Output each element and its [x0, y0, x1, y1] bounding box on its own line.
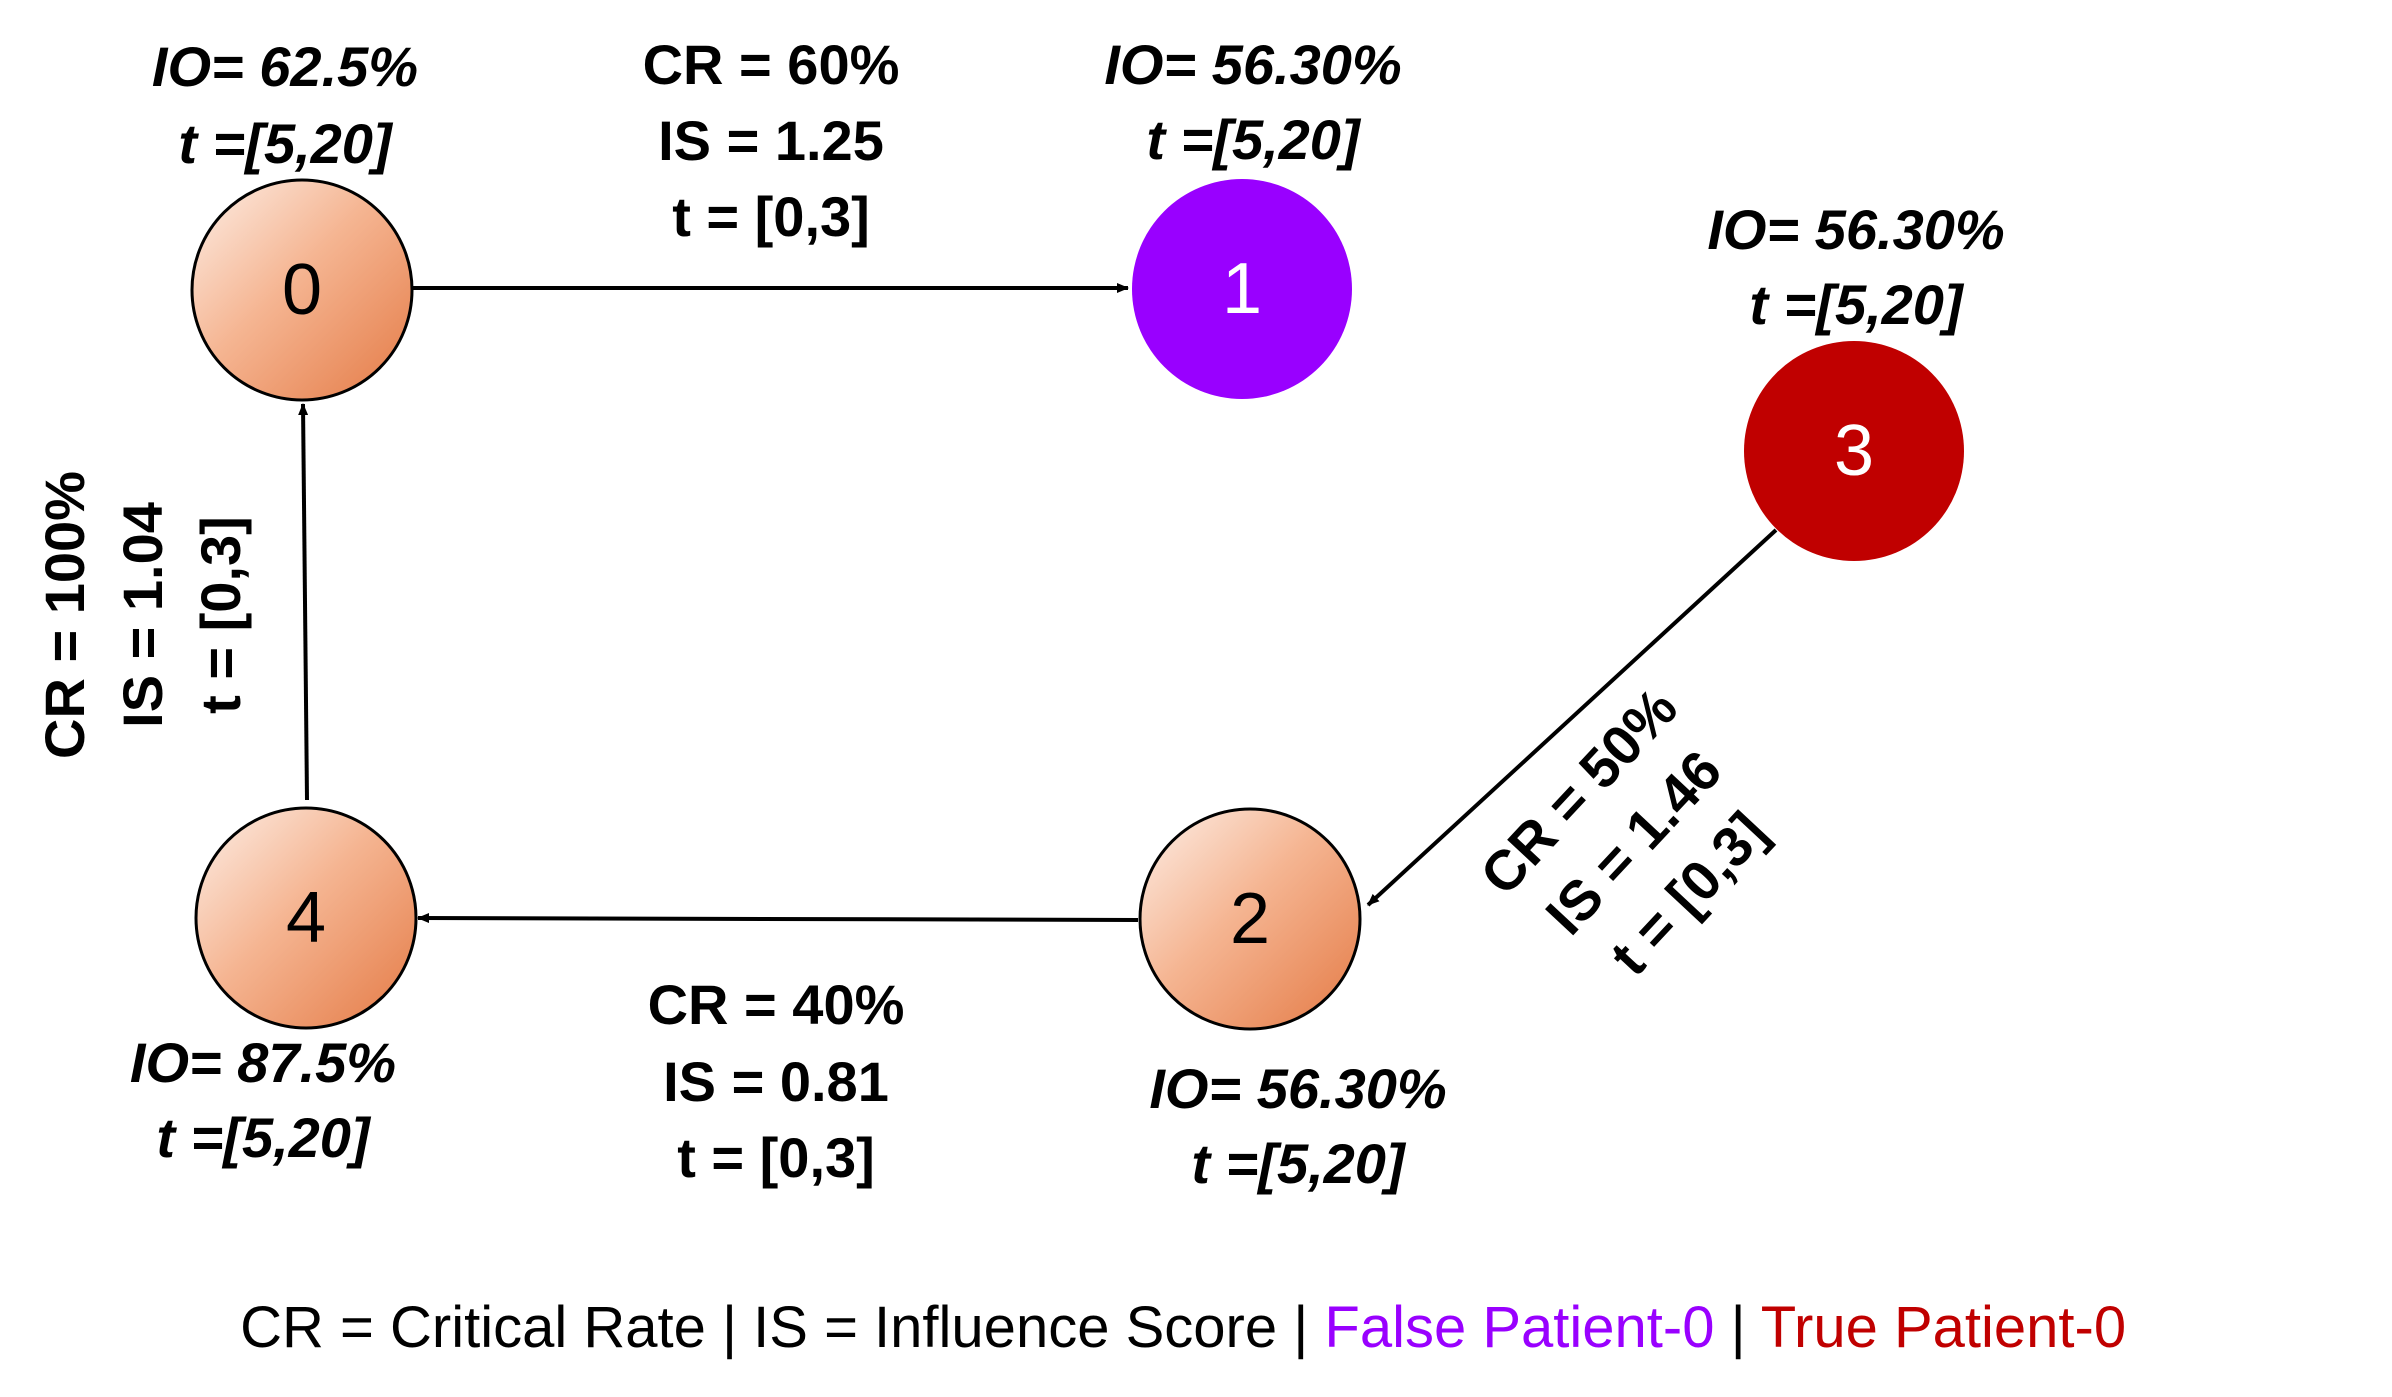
node-3-circle: [1744, 341, 1964, 561]
edges: [298, 283, 1778, 924]
legend-separator-3: |: [1714, 1295, 1760, 1360]
legend-is: IS = Influence Score: [753, 1295, 1277, 1360]
edge-4-0-is: IS = 1.04: [111, 502, 174, 728]
edge-4-0-time: t = [0,3]: [189, 516, 252, 714]
edge-2-4-time: t = [0,3]: [677, 1126, 875, 1189]
edge-2-4-label: CR = 40% IS = 0.81 t = [0,3]: [648, 973, 905, 1189]
node-4-annotation: IO= 87.5% t =[5,20]: [130, 1031, 396, 1169]
edge-0-1-time: t = [0,3]: [672, 185, 870, 248]
legend-separator-2: |: [1277, 1295, 1324, 1360]
edge-0-1-cr: CR = 60%: [643, 33, 900, 96]
node-0-io: IO= 62.5%: [152, 35, 418, 98]
node-1-annotation: IO= 56.30% t =[5,20]: [1104, 33, 1401, 171]
node-4: 4: [194, 806, 418, 1030]
legend-separator-1: |: [706, 1295, 753, 1360]
node-2: 2: [1138, 807, 1362, 1031]
edge-0-1-label: CR = 60% IS = 1.25 t = [0,3]: [643, 33, 900, 248]
node-1-time: t =[5,20]: [1146, 108, 1362, 171]
node-2-circle: [1138, 807, 1362, 1031]
legend-false-patient: False Patient-0: [1324, 1295, 1714, 1360]
edge-4-to-0: [298, 403, 309, 801]
edge-0-1-is: IS = 1.25: [658, 109, 884, 172]
node-4-label: 4: [286, 878, 326, 958]
node-2-annotation: IO= 56.30% t =[5,20]: [1149, 1057, 1446, 1195]
node-3-time: t =[5,20]: [1749, 273, 1965, 336]
edge-2-to-4: [417, 913, 1139, 924]
edge-3-to-2: [1366, 528, 1778, 907]
node-3-annotation: IO= 56.30% t =[5,20]: [1707, 198, 2004, 336]
node-3-label: 3: [1834, 411, 1874, 491]
node-0-circle: [190, 178, 414, 402]
node-1-label: 1: [1222, 249, 1262, 329]
node-1-io: IO= 56.30%: [1104, 33, 1401, 96]
edge-2-4-cr: CR = 40%: [648, 973, 905, 1036]
node-2-time: t =[5,20]: [1191, 1132, 1407, 1195]
node-3-io: IO= 56.30%: [1707, 198, 2004, 261]
edge-2-4-is: IS = 0.81: [663, 1050, 889, 1113]
node-0-label: 0: [282, 250, 322, 330]
node-1-circle: [1132, 179, 1352, 399]
edge-3-2-label: CR = 50% IS = 1.46 t = [0,3]: [1468, 676, 1779, 987]
node-4-circle: [194, 806, 418, 1030]
node-4-io: IO= 87.5%: [130, 1031, 396, 1094]
node-1: 1: [1132, 179, 1352, 399]
node-4-time: t =[5,20]: [156, 1106, 372, 1169]
node-0-annotation: IO= 62.5% t =[5,20]: [152, 35, 418, 175]
node-2-label: 2: [1230, 879, 1270, 959]
legend: CR = Critical Rate | IS = Influence Scor…: [160, 1295, 2175, 1360]
node-0-time: t =[5,20]: [178, 112, 394, 175]
edge-4-0-cr: CR = 100%: [33, 471, 96, 759]
node-2-io: IO= 56.30%: [1149, 1057, 1446, 1120]
legend-true-patient: True Patient-0: [1761, 1295, 2126, 1360]
node-3: 3: [1744, 341, 1964, 561]
node-0: 0: [190, 178, 414, 402]
legend-cr: CR = Critical Rate: [240, 1295, 706, 1360]
edge-4-0-label: CR = 100% IS = 1.04 t = [0,3]: [33, 471, 252, 759]
